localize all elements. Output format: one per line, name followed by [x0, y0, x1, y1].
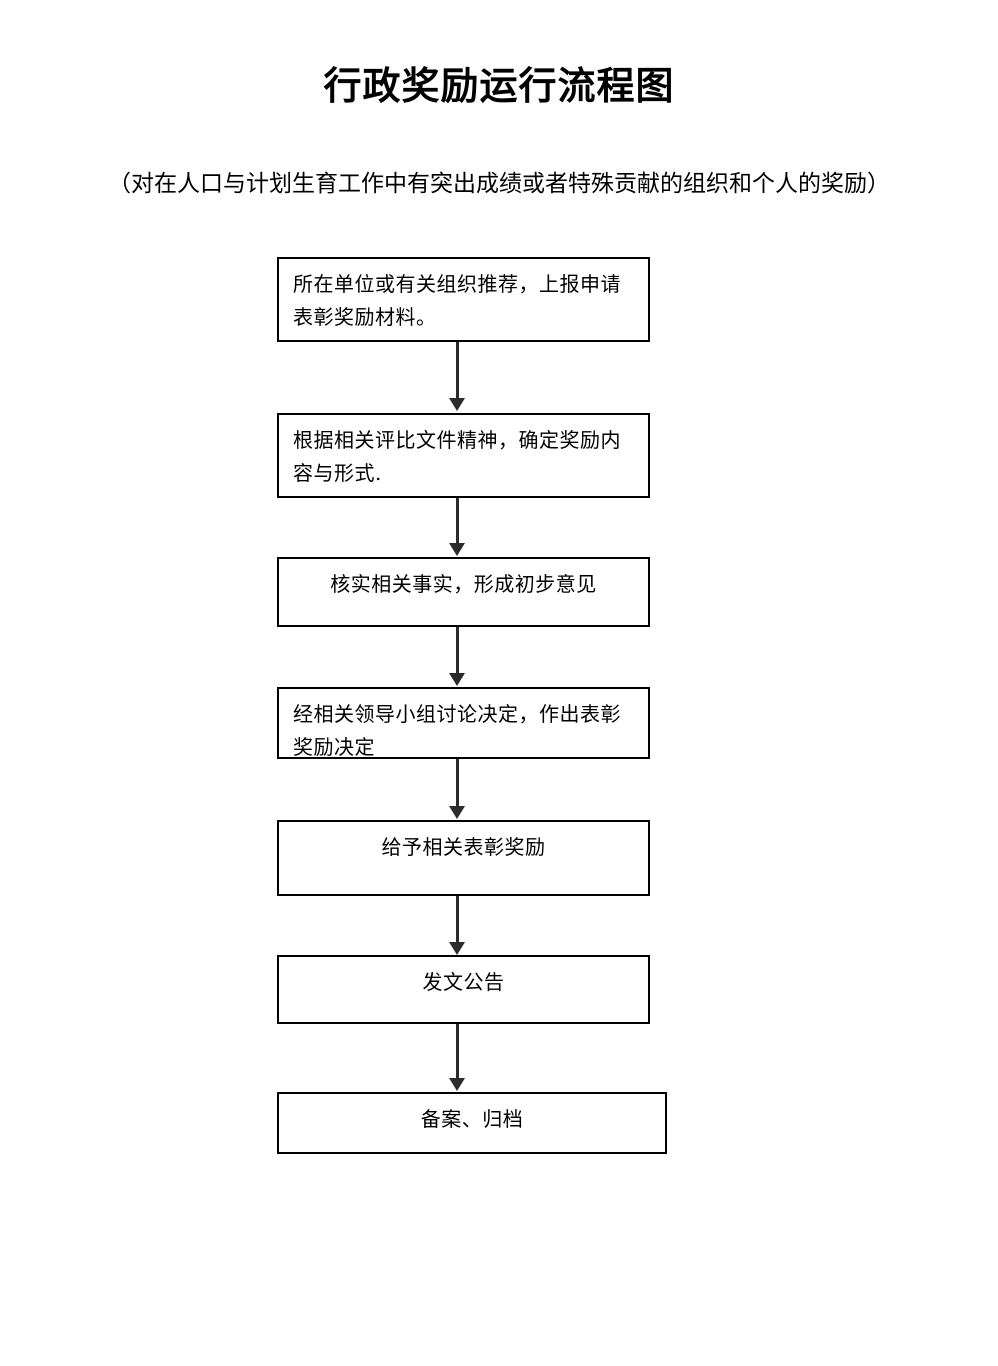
flow-node-5-label: 给予相关表彰奖励 — [381, 835, 546, 859]
page-subtitle: （对在人口与计划生育工作中有突出成绩或者特殊贡献的组织和个人的奖励） — [108, 171, 890, 197]
flow-node-5: 给予相关表彰奖励 — [277, 820, 650, 896]
flow-arrowhead-4-5-icon — [449, 806, 465, 819]
flow-node-4: 经相关领导小组讨论决定，作出表彰奖励决定 — [277, 687, 650, 759]
flow-node-1-label: 所在单位或有关组织推荐，上报申请表彰奖励材料。 — [293, 272, 621, 329]
flow-arrowhead-1-2-icon — [449, 398, 465, 411]
flow-node-6: 发文公告 — [277, 955, 650, 1024]
flow-node-7: 备案、归档 — [277, 1092, 667, 1154]
flow-connector-2-3 — [456, 498, 459, 545]
flow-node-7-label: 备案、归档 — [420, 1107, 524, 1131]
flow-node-1: 所在单位或有关组织推荐，上报申请表彰奖励材料。 — [277, 257, 650, 342]
flow-connector-4-5 — [456, 759, 459, 808]
flow-connector-1-2 — [456, 342, 459, 400]
page-title: 行政奖励运行流程图 — [323, 64, 675, 108]
flow-arrowhead-3-4-icon — [449, 673, 465, 686]
flow-node-3: 核实相关事实，形成初步意见 — [277, 557, 650, 627]
flow-arrowhead-5-6-icon — [449, 942, 465, 955]
flow-connector-6-7 — [456, 1024, 459, 1080]
flow-connector-5-6 — [456, 896, 459, 944]
flow-arrowhead-2-3-icon — [449, 543, 465, 556]
flow-node-6-label: 发文公告 — [422, 970, 505, 994]
flow-node-3-label: 核实相关事实，形成初步意见 — [330, 572, 597, 596]
flow-node-2-label: 根据相关评比文件精神，确定奖励内容与形式. — [293, 428, 621, 485]
flow-connector-3-4 — [456, 627, 459, 675]
flow-node-4-label: 经相关领导小组讨论决定，作出表彰奖励决定 — [293, 702, 621, 759]
flow-arrowhead-6-7-icon — [449, 1078, 465, 1091]
flow-node-2: 根据相关评比文件精神，确定奖励内容与形式. — [277, 413, 650, 498]
